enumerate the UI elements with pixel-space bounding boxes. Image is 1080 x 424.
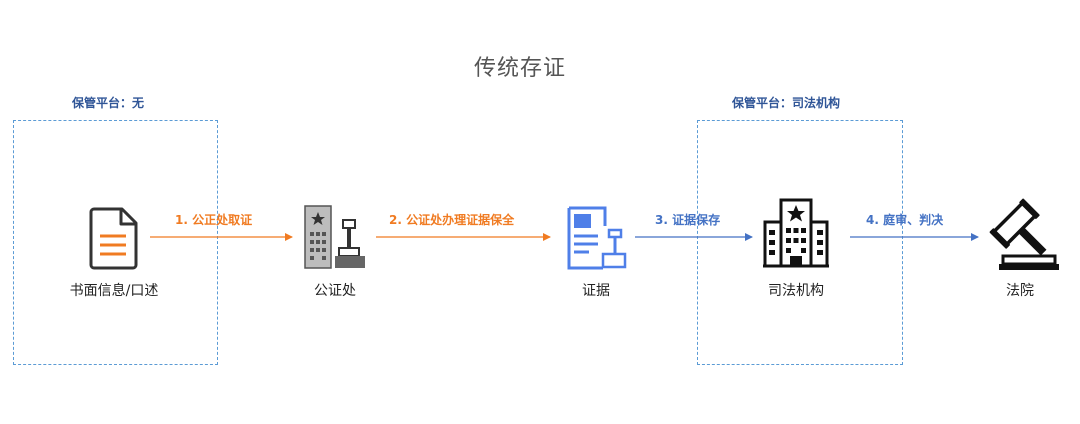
node-label-evidence: 证据 — [582, 283, 610, 299]
storage-platform-box-left — [13, 120, 218, 365]
judicial-building-icon — [763, 198, 829, 268]
platform-label-left: 保管平台：无 — [72, 96, 145, 110]
node-label-court: 法院 — [1006, 283, 1034, 299]
document-icon — [89, 207, 138, 270]
node-label-notary: 公证处 — [314, 283, 356, 299]
step1-label: 1. 公正处取证 — [175, 213, 253, 227]
node-label-judicial: 司法机构 — [768, 283, 824, 299]
step3-label: 3. 证据保存 — [655, 213, 721, 227]
evidence-form-icon — [567, 206, 627, 270]
step4-label: 4. 庭审、判决 — [866, 213, 944, 227]
diagram-title: 传统存证 — [473, 56, 566, 81]
step2-label: 2. 公证处办理证据保全 — [389, 213, 515, 227]
gavel-icon — [989, 198, 1059, 270]
platform-label-right: 保管平台：司法机构 — [732, 96, 841, 110]
notary-stamp-icon — [304, 205, 365, 269]
node-label-written-info: 书面信息/口述 — [69, 283, 159, 299]
storage-platform-box-right — [697, 120, 903, 365]
